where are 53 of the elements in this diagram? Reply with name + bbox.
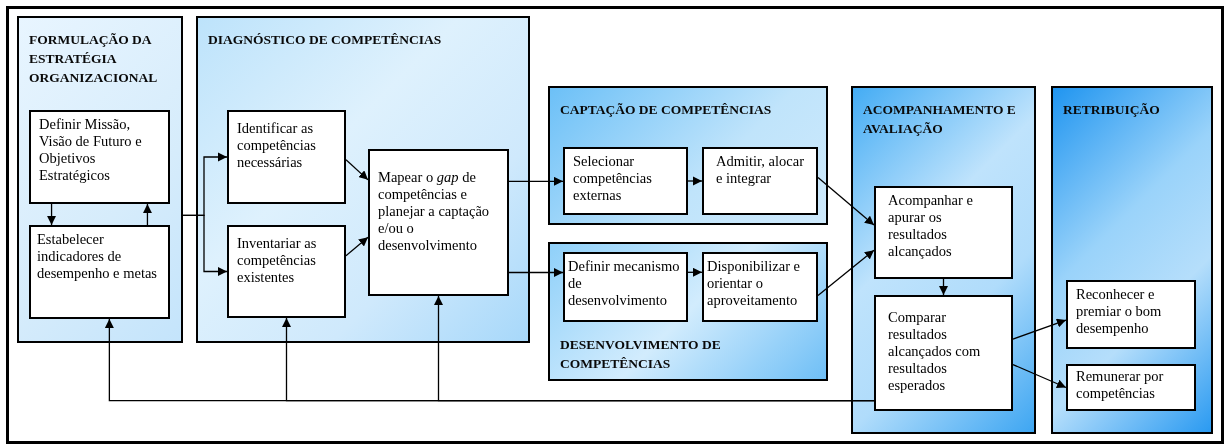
stage-heading: RETRIBUIÇÃO: [1063, 101, 1161, 119]
step-text: Comparar resultados alcançados com resultados esperados: [888, 309, 982, 394]
stage-heading: DESENVOLVIMENTO DE COMPETÊNCIAS: [560, 336, 722, 373]
process-box: [563, 147, 688, 215]
process-box: [29, 225, 170, 319]
step-text: Selecionar competências externas: [573, 153, 653, 204]
step-text: Remunerar por competências: [1076, 368, 1165, 402]
process-box: [1066, 280, 1196, 349]
step-text: Reconhecer e premiar o bom desempenho: [1076, 286, 1163, 337]
arrow: [433, 295, 875, 402]
stage-heading: DIAGNÓSTICO DE COMPETÊNCIAS: [208, 31, 443, 49]
stage-panel: [851, 86, 1036, 434]
arrow: [687, 176, 703, 186]
arrow: [345, 236, 369, 257]
arrow: [182, 214, 228, 277]
process-box: [227, 110, 346, 204]
arrow: [817, 249, 875, 297]
stage-panel: [196, 16, 530, 343]
arrow: [345, 159, 369, 181]
step-text: Identificar as competências necessárias: [237, 120, 317, 171]
process-box: [702, 252, 818, 322]
process-box: [702, 147, 818, 215]
step-text: Disponibilizar e orientar o aproveitamento: [707, 258, 802, 309]
arrow: [508, 267, 564, 278]
stage-heading: ACOMPANHAMENTO E AVALIAÇÃO: [863, 101, 1017, 138]
process-box: [1066, 364, 1196, 411]
stage-panel: [548, 242, 828, 381]
process-box: [874, 186, 1013, 279]
step-text: Mapear o gap de competências e planejar a captação e/ou o desenvolvimento: [378, 169, 491, 254]
process-box: [29, 110, 170, 204]
step-text: Estabelecer indicadores de desempenho e metas: [37, 231, 158, 282]
process-box: [227, 225, 346, 318]
stage-heading: CAPTAÇÃO DE COMPETÊNCIAS: [560, 101, 773, 119]
arrow: [508, 176, 564, 186]
arrow: [47, 203, 57, 226]
step-text: Inventariar as competências existentes: [237, 235, 318, 286]
process-box: [874, 295, 1013, 411]
step-text: Admitir, alocar e integrar: [716, 153, 804, 187]
arrow: [1012, 363, 1067, 389]
stage-heading: FORMULAÇÃO DA ESTRATÉGIA ORGANIZACIONAL: [29, 31, 159, 87]
process-box: [368, 149, 509, 296]
step-text: Definir mecanismo de desenvolvimento: [568, 258, 681, 309]
stage-panel: [17, 16, 183, 343]
step-text: Acompanhar e apurar os resultados alcançados: [888, 192, 974, 260]
step-text: Definir Missão, Visão de Futuro e Objetivos Estratégicos: [39, 116, 143, 184]
stage-panel: [1051, 86, 1213, 434]
arrow: [142, 203, 152, 226]
process-box: [563, 252, 688, 322]
arrow: [687, 267, 703, 277]
stage-panel: [548, 86, 828, 225]
arrow: [817, 176, 875, 226]
arrow: [1012, 318, 1067, 340]
arrow: [938, 278, 949, 296]
